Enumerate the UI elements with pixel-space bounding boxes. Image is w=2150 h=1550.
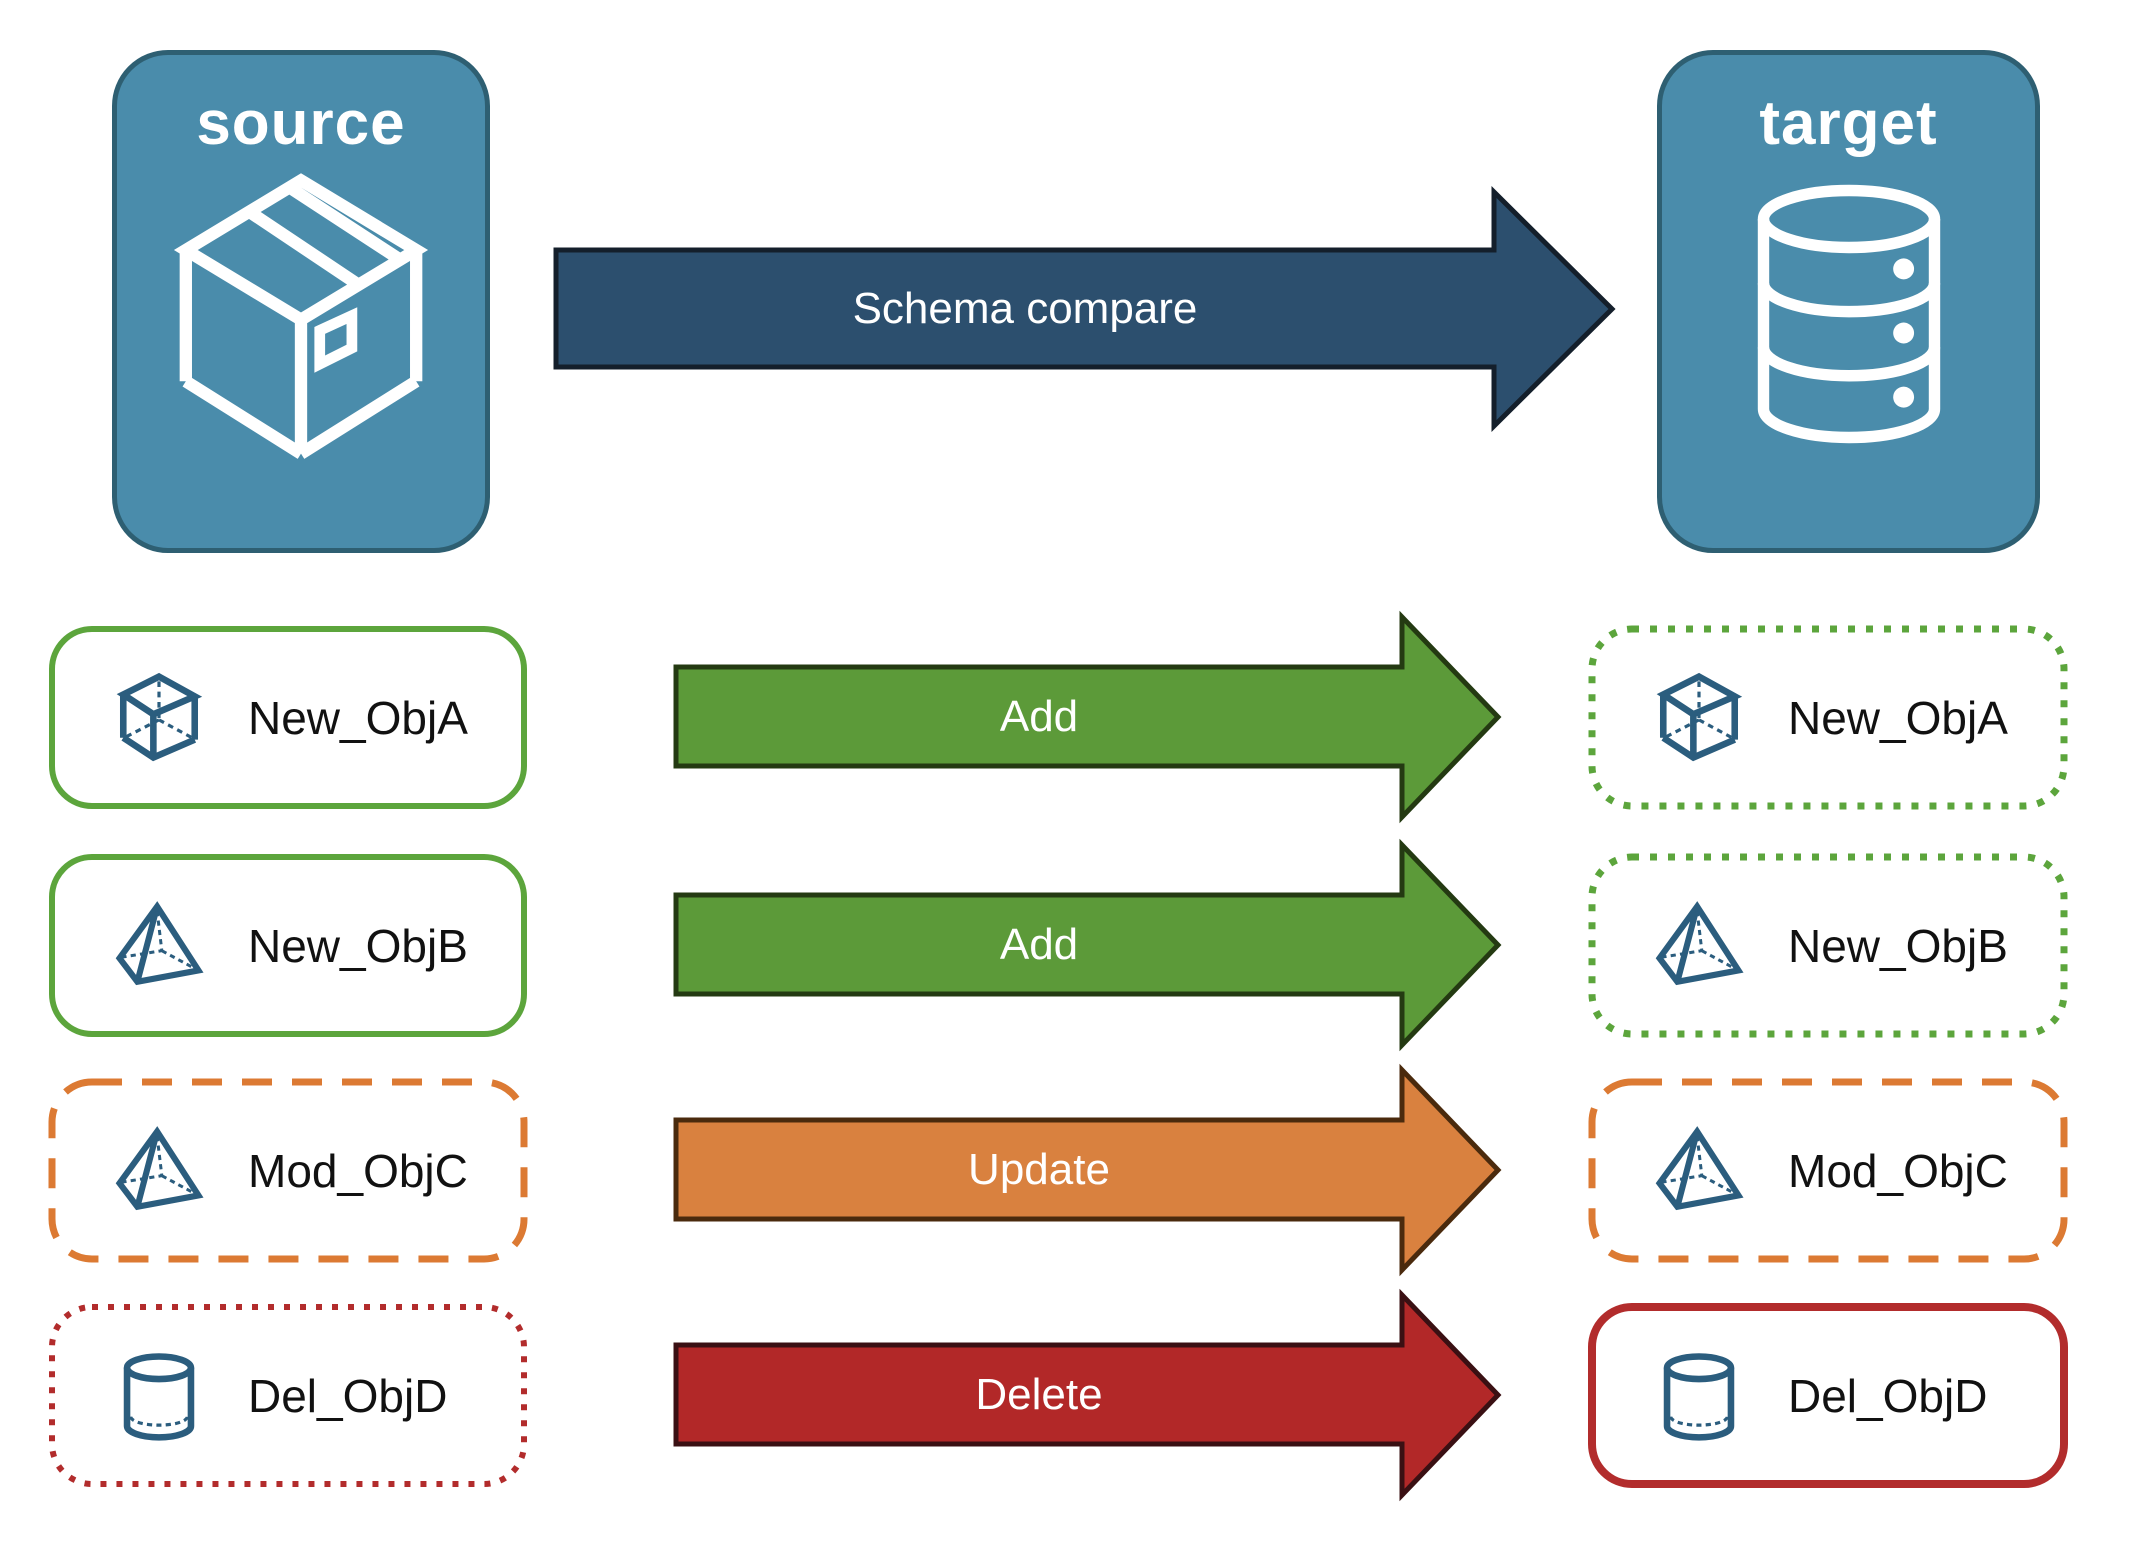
action-label: Delete <box>975 1369 1103 1419</box>
compare-arrow-shape <box>553 186 1616 432</box>
object-name: New_ObjA <box>248 691 468 744</box>
card-border <box>1588 853 2068 1038</box>
card-border <box>49 626 527 809</box>
source-node-title: source <box>196 89 406 158</box>
cylinder-icon <box>112 1349 206 1443</box>
arrow-shape <box>673 1063 1502 1277</box>
comparison-row-del-objd: Del_ObjD Delete Del_ObjD <box>0 1288 2150 1502</box>
cube-icon <box>1652 671 1746 765</box>
source-object-card: New_ObjA <box>48 625 528 810</box>
target-object-card: Mod_ObjC <box>1588 1078 2068 1263</box>
target-node: target <box>1657 50 2040 553</box>
card-border <box>49 854 527 1037</box>
card-border <box>1588 625 2068 810</box>
source-object-card: Del_ObjD <box>48 1303 528 1488</box>
action-label: Add <box>999 919 1079 969</box>
action-label: Add <box>999 691 1079 741</box>
update-arrow: Update <box>673 1063 1502 1277</box>
target-object-card: New_ObjB <box>1588 853 2068 1038</box>
arrow-shape <box>673 1288 1502 1502</box>
card-border <box>1588 1303 2068 1488</box>
add-arrow: Add <box>673 610 1502 824</box>
schema-compare-arrow: Schema compare <box>553 186 1616 432</box>
pyramid-icon <box>1652 899 1746 993</box>
target-object-card: New_ObjA <box>1588 625 2068 810</box>
object-name: New_ObjB <box>248 919 468 972</box>
pyramid-icon <box>112 1124 206 1218</box>
object-name: New_ObjB <box>1788 919 2008 972</box>
comparison-row-new-obja: New_ObjA Add New_ObjA <box>0 610 2150 824</box>
package-box-icon <box>167 167 435 467</box>
database-icon <box>1730 181 1968 447</box>
target-object-card: Del_ObjD <box>1588 1303 2068 1488</box>
target-node-title: target <box>1759 89 1938 158</box>
object-name: Mod_ObjC <box>1788 1144 2008 1197</box>
pyramid-icon <box>112 899 206 993</box>
pyramid-icon <box>1652 1124 1746 1218</box>
delete-arrow: Delete <box>673 1288 1502 1502</box>
arrow-shape <box>673 610 1502 824</box>
card-border <box>1588 1078 2068 1263</box>
cube-icon <box>112 671 206 765</box>
comparison-row-new-objb: New_ObjB Add New_ObjB <box>0 838 2150 1052</box>
compare-arrow-label: Schema compare <box>852 284 1198 333</box>
cylinder-icon <box>1652 1349 1746 1443</box>
card-border <box>49 1304 527 1487</box>
card-border <box>48 1078 528 1263</box>
action-label: Update <box>968 1144 1110 1194</box>
object-name: Del_ObjD <box>1788 1369 1988 1422</box>
arrow-shape <box>673 838 1502 1052</box>
object-name: New_ObjA <box>1788 691 2008 744</box>
source-object-card: Mod_ObjC <box>48 1078 528 1263</box>
comparison-row-mod-objc: Mod_ObjC Update Mod_ObjC <box>0 1063 2150 1277</box>
source-node: source <box>112 50 490 553</box>
object-name: Mod_ObjC <box>248 1144 468 1197</box>
source-object-card: New_ObjB <box>48 853 528 1038</box>
add-arrow: Add <box>673 838 1502 1052</box>
object-name: Del_ObjD <box>248 1369 448 1422</box>
